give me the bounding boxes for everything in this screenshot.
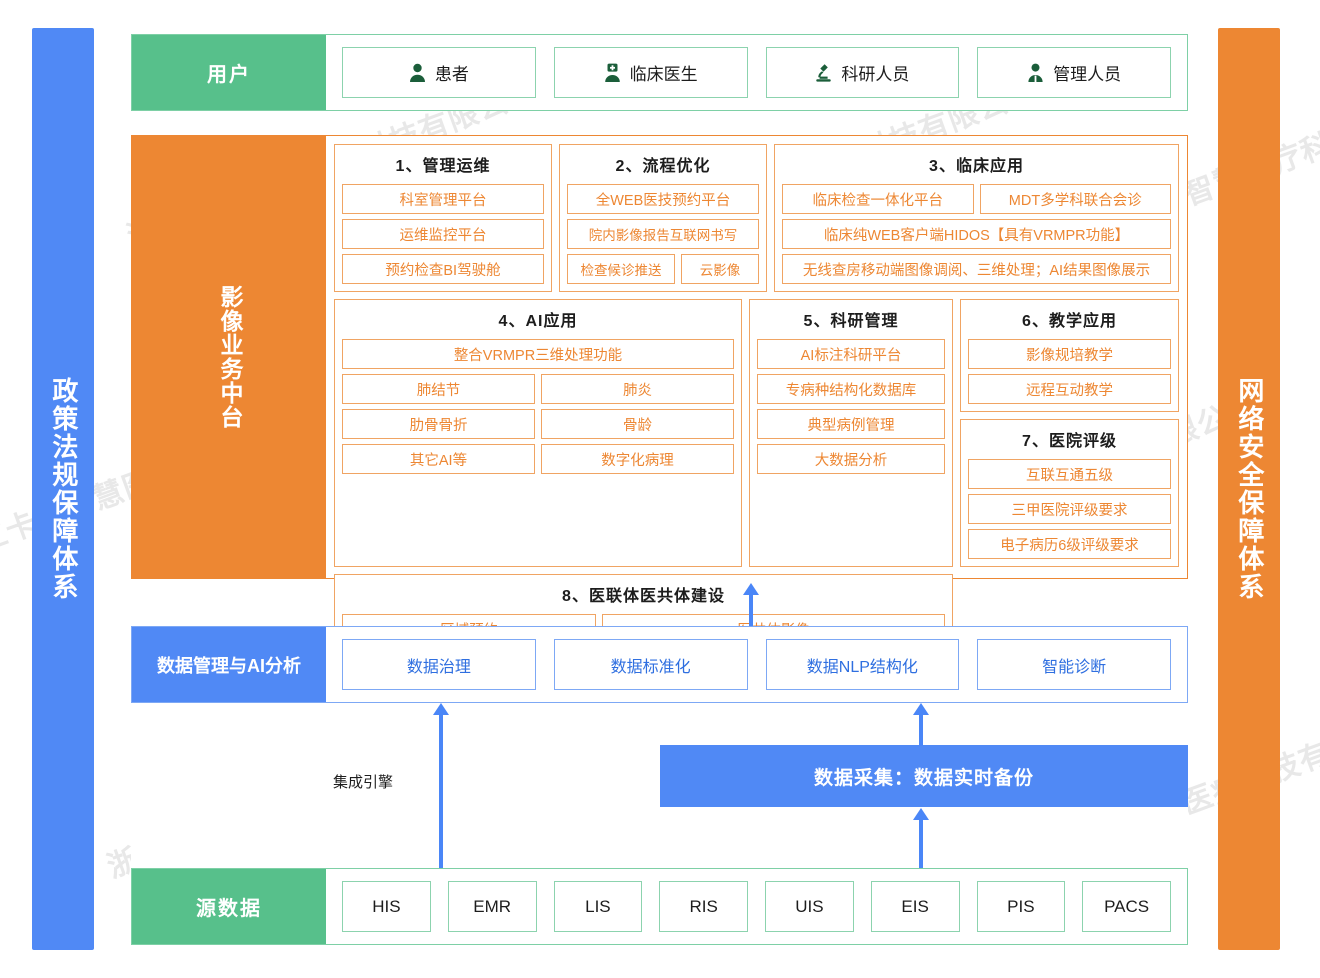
group-cell[interactable]: 数字化病理 xyxy=(541,444,734,474)
group-management-operations: 1、管理运维 科室管理平台 运维监控平台 预约检查BI驾驶舱 xyxy=(334,144,552,292)
manager-icon xyxy=(1027,63,1044,82)
group-title: 7、医院评级 xyxy=(1022,433,1117,450)
data-management-list: 数据治理 数据标准化 数据NLP结构化 智能诊断 xyxy=(326,627,1187,702)
group-cell[interactable]: MDT多学科联合会诊 xyxy=(979,184,1171,214)
user-chip-researcher[interactable]: 科研人员 xyxy=(765,47,960,98)
left-bar-label: 政策法规保障体系 xyxy=(48,377,79,601)
source-data-label: 源数据 xyxy=(132,869,326,944)
source-data-layer: 源数据 HIS EMR LIS RIS UIS EIS PIS PACS xyxy=(131,868,1188,945)
group-cell[interactable]: 互联互通五级 xyxy=(968,459,1171,489)
users-list: 患者 临床医生 科研人员 管理人员 xyxy=(326,35,1187,110)
group-cell[interactable]: 院内影像报告互联网书写 xyxy=(567,219,759,249)
group-title: 4、AI应用 xyxy=(498,313,578,330)
group-cell[interactable]: 全WEB医技预约平台 xyxy=(567,184,759,214)
group-cell[interactable]: 典型病例管理 xyxy=(757,409,945,439)
group-title: 3、临床应用 xyxy=(929,158,1024,175)
group-cell[interactable]: 无线查房移动端图像调阅、三维处理；AI结果图像展示 xyxy=(782,254,1171,284)
source-chip-emr[interactable]: EMR xyxy=(447,881,537,932)
group-cell[interactable]: 云影像 xyxy=(681,254,759,284)
group-title: 6、教学应用 xyxy=(1022,313,1117,330)
source-chip-pacs[interactable]: PACS xyxy=(1082,881,1171,932)
group-cell[interactable]: 电子病历6级评级要求 xyxy=(968,529,1171,559)
group-title: 1、管理运维 xyxy=(395,158,491,175)
data-chip-governance[interactable]: 数据治理 xyxy=(342,639,536,690)
arrow-source-to-collection xyxy=(911,808,931,868)
group-cell[interactable]: 运维监控平台 xyxy=(342,219,544,249)
group-process-optimization: 2、流程优化 全WEB医技预约平台 院内影像报告互联网书写 检查候诊推送 云影像 xyxy=(559,144,767,292)
integration-engine-label: 集成引擎 xyxy=(332,774,394,791)
source-chip-uis[interactable]: UIS xyxy=(765,881,854,932)
group-ai-application: 4、AI应用 整合VRMPR三维处理功能 肺结节 肺炎 肋骨骨折 骨龄 其它AI… xyxy=(334,299,742,567)
group-research-management: 5、科研管理 AI标注科研平台 专病种结构化数据库 典型病例管理 大数据分析 xyxy=(749,299,953,567)
group-cell[interactable]: 肺结节 xyxy=(342,374,535,404)
user-chip-patient[interactable]: 患者 xyxy=(342,47,536,98)
group-cell[interactable]: 其它AI等 xyxy=(342,444,535,474)
data-management-label: 数据管理与AI分析 xyxy=(132,627,326,702)
group-cell[interactable]: 大数据分析 xyxy=(757,444,945,474)
policy-regulation-sidebar: 政策法规保障体系 xyxy=(32,28,94,950)
group-cell[interactable]: 三甲医院评级要求 xyxy=(968,494,1171,524)
data-management-ai-layer: 数据管理与AI分析 数据治理 数据标准化 数据NLP结构化 智能诊断 xyxy=(131,626,1188,703)
group-cell[interactable]: AI标注科研平台 xyxy=(757,339,945,369)
users-layer-label: 用户 xyxy=(132,35,326,110)
group-cell[interactable]: 检查候诊推送 xyxy=(567,254,675,284)
user-chip-label: 管理人员 xyxy=(1053,65,1122,84)
group-cell[interactable]: 临床纯WEB客户端HIDOS【具有VRMPR功能】 xyxy=(782,219,1171,249)
arrow-integration-engine xyxy=(431,703,451,868)
group-cell[interactable]: 预约检查BI驾驶舱 xyxy=(342,254,544,284)
data-chip-nlp[interactable]: 数据NLP结构化 xyxy=(765,639,960,690)
source-chip-his[interactable]: HIS xyxy=(342,881,431,932)
user-chip-label: 患者 xyxy=(434,65,469,84)
microscope-icon xyxy=(815,63,832,82)
doctor-icon xyxy=(604,63,621,82)
group-cell[interactable]: 肺炎 xyxy=(541,374,734,404)
person-icon xyxy=(409,63,426,82)
source-chip-pis[interactable]: PIS xyxy=(976,881,1066,932)
group-clinical-application: 3、临床应用 临床检查一体化平台 MDT多学科联合会诊 临床纯WEB客户端HID… xyxy=(774,144,1179,292)
user-chip-administrator[interactable]: 管理人员 xyxy=(977,47,1171,98)
source-chip-ris[interactable]: RIS xyxy=(659,881,748,932)
user-chip-label: 科研人员 xyxy=(841,65,910,84)
group-cell[interactable]: 科室管理平台 xyxy=(342,184,544,214)
network-security-sidebar: 网络安全保障体系 xyxy=(1218,28,1280,950)
group-cell[interactable]: 肋骨骨折 xyxy=(342,409,535,439)
group-title: 5、科研管理 xyxy=(803,313,899,330)
right-bar-label: 网络安全保障体系 xyxy=(1234,377,1265,601)
user-chip-clinician[interactable]: 临床医生 xyxy=(553,47,748,98)
integration-gap-layer: 数据采集：数据实时备份 集成引擎 xyxy=(131,703,1188,868)
user-chip-label: 临床医生 xyxy=(629,65,698,84)
data-collection-box: 数据采集：数据实时备份 xyxy=(660,745,1188,807)
group-cell[interactable]: 影像规培教学 xyxy=(968,339,1171,369)
arrow-platform-up xyxy=(741,583,761,626)
imaging-business-platform-layer: 影像业务中台 1、管理运维 科室管理平台 运维监控平台 预约检查BI驾驶舱 2、… xyxy=(131,135,1188,652)
group-title: 8、医联体医共体建设 xyxy=(562,588,725,605)
users-layer: 用户 患者 临床医生 科研人员 xyxy=(131,34,1188,111)
source-chip-eis[interactable]: EIS xyxy=(870,881,960,932)
group-cell[interactable]: 整合VRMPR三维处理功能 xyxy=(342,339,734,369)
group-cell[interactable]: 骨龄 xyxy=(541,409,734,439)
group-teaching-application: 6、教学应用 影像规培教学 远程互动教学 xyxy=(960,299,1179,412)
group-cell[interactable]: 临床检查一体化平台 xyxy=(782,184,974,214)
group-title: 2、流程优化 xyxy=(615,158,711,175)
group-cell[interactable]: 专病种结构化数据库 xyxy=(757,374,945,404)
imaging-platform-label: 影像业务中台 xyxy=(132,136,326,578)
source-data-list: HIS EMR LIS RIS UIS EIS PIS PACS xyxy=(326,869,1187,944)
source-chip-lis[interactable]: LIS xyxy=(553,881,643,932)
imaging-platform-content: 1、管理运维 科室管理平台 运维监控平台 预约检查BI驾驶舱 2、流程优化 全W… xyxy=(326,136,1187,652)
arrow-collection-up xyxy=(911,703,931,746)
group-hospital-rating: 7、医院评级 互联互通五级 三甲医院评级要求 电子病历6级评级要求 xyxy=(960,419,1179,567)
data-chip-standardize[interactable]: 数据标准化 xyxy=(553,639,748,690)
data-chip-smart-diagnosis[interactable]: 智能诊断 xyxy=(977,639,1171,690)
group-cell[interactable]: 远程互动教学 xyxy=(968,374,1171,404)
